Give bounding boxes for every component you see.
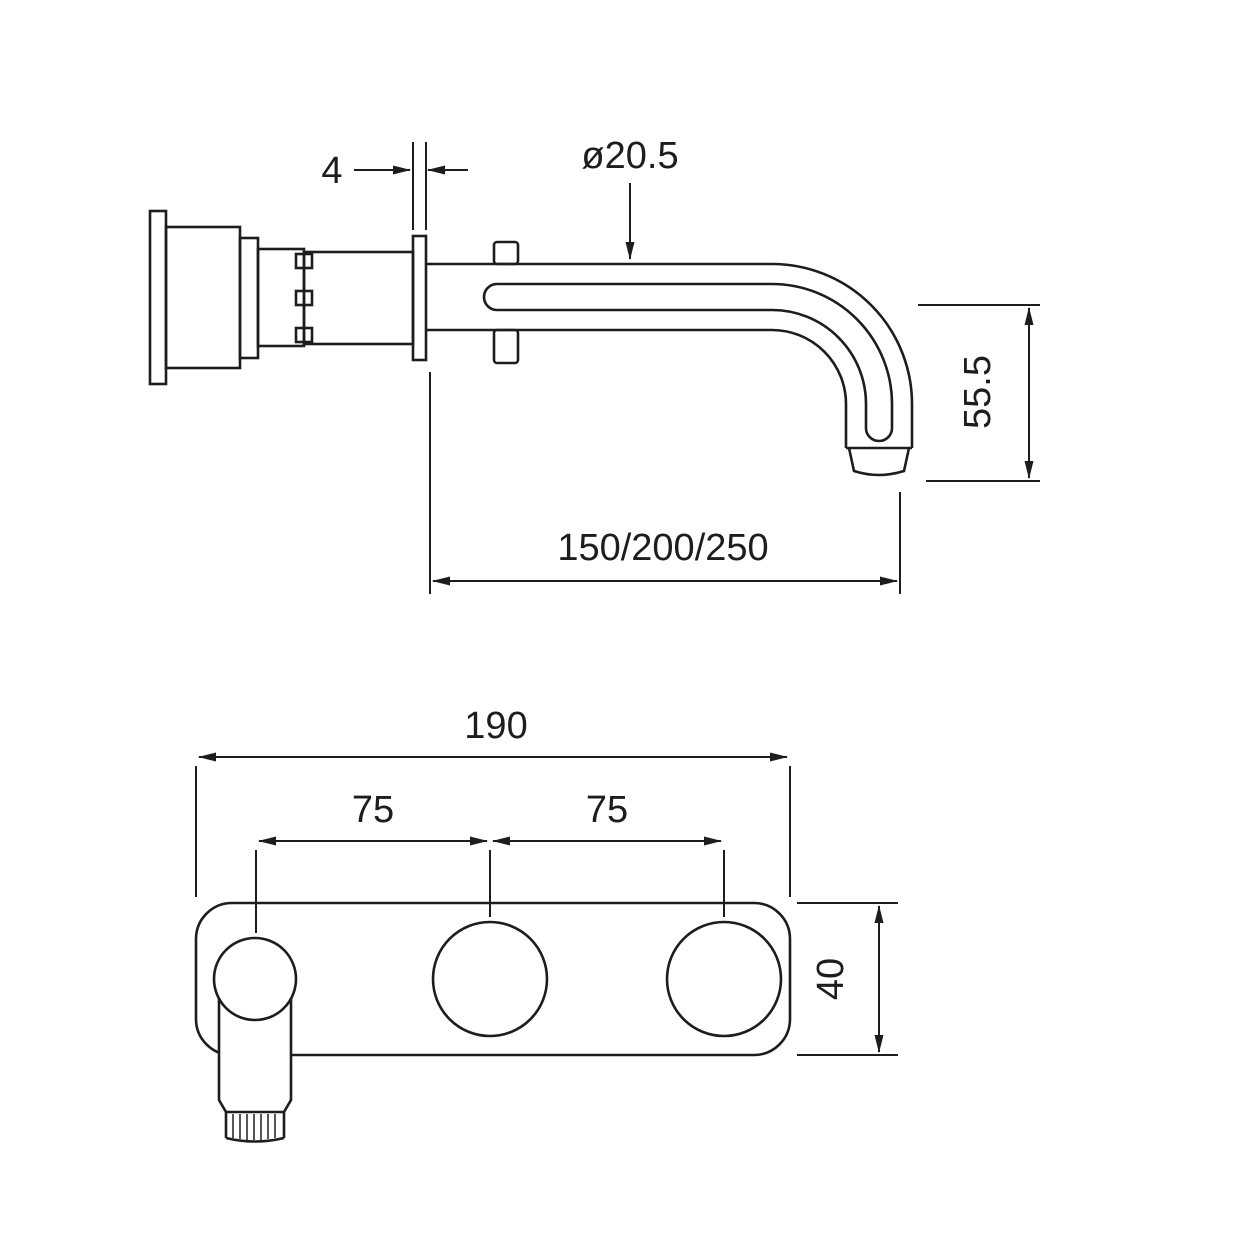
spout-outline	[426, 262, 914, 448]
bottom-view-dimensions	[195, 752, 898, 1056]
spout-nozzle	[847, 447, 911, 477]
spout-tube-fill	[219, 995, 291, 1144]
bottom-view	[194, 901, 792, 1144]
spout-housing	[302, 250, 415, 346]
dim-label-spout-reach: 150/200/250	[557, 527, 768, 569]
dim-label-spout-to-handle: 75	[352, 789, 394, 831]
back-plate	[194, 901, 792, 1057]
side-view-dimensions	[354, 142, 1040, 594]
side-view	[148, 209, 914, 477]
spout-inner-slot	[482, 282, 894, 443]
dim-label-flange-thickness: 4	[321, 150, 342, 192]
fixing-pin-top	[492, 240, 520, 266]
dim-label-plate-height: 40	[810, 958, 852, 1000]
valve-body	[164, 225, 242, 370]
wall-plate	[148, 209, 168, 386]
wall-flange	[411, 234, 428, 362]
valve-body-step	[238, 236, 260, 360]
spout-tube-right	[282, 998, 293, 1138]
handle-left	[431, 920, 549, 1038]
spout-rosette	[212, 936, 298, 1022]
dim-label-spout-drop: 55.5	[957, 355, 999, 429]
fixing-pin-bottom	[492, 328, 520, 365]
spout-tube-left	[217, 998, 228, 1138]
handle-right	[665, 920, 783, 1038]
dim-label-spout-diameter: ø20.5	[581, 135, 678, 177]
aerator-tip	[225, 1136, 285, 1143]
dim-label-handle-to-handle: 75	[586, 789, 628, 831]
aerator-hatch	[232, 1114, 276, 1140]
dim-label-overall-width: 190	[464, 705, 527, 747]
